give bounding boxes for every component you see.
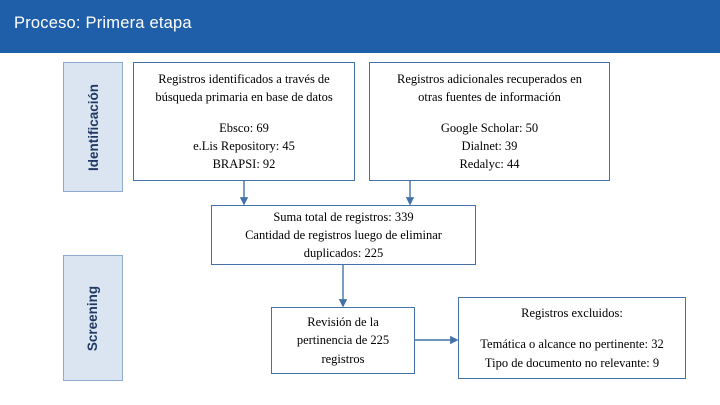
- primaria-item-2: BRAPSI: 92: [212, 157, 276, 172]
- excluidos-title: Registros excluidos:: [521, 306, 623, 321]
- box-registros-primaria: Registros identificados a través de búsq…: [133, 62, 355, 181]
- stage-label-screening: Screening: [63, 255, 123, 381]
- adicionales-title-line1: Registros adicionales recuperados en: [396, 71, 582, 86]
- box-registros-adicionales-text: Registros adicionales recuperados en otr…: [391, 70, 588, 174]
- adicionales-item-1: Dialnet: 39: [461, 139, 518, 154]
- header-bar: [0, 0, 720, 53]
- suma-line3: duplicados: 225: [303, 246, 384, 261]
- primaria-item-1: e.Lis Repository: 45: [193, 139, 295, 154]
- stage-label-identificacion: Identificación: [63, 62, 123, 192]
- adicionales-item-0: Google Scholar: 50: [440, 120, 539, 135]
- primaria-item-0: Ebsco: 69: [219, 120, 269, 135]
- box-registros-excluidos: Registros excluidos: Temática o alcance …: [458, 297, 686, 379]
- adicionales-item-2: Redalyc: 44: [459, 157, 520, 172]
- primaria-title-line1: Registros identificados a través de: [158, 71, 330, 86]
- revision-line2: pertinencia de 225: [296, 333, 390, 348]
- box-revision-pertinencia: Revisión de la pertinencia de 225 regist…: [271, 307, 415, 374]
- suma-line1: Suma total de registros: 339: [273, 209, 414, 224]
- stage-label-screening-text: Screening: [85, 285, 101, 351]
- page-title: Proceso: Primera etapa: [14, 14, 192, 32]
- suma-line2: Cantidad de registros luego de eliminar: [245, 227, 442, 242]
- adicionales-title-line2: otras fuentes de información: [418, 89, 561, 104]
- box-registros-excluidos-text: Registros excluidos: Temática o alcance …: [474, 304, 669, 371]
- box-suma-total-text: Suma total de registros: 339 Cantidad de…: [239, 208, 448, 262]
- excluidos-line1: Temática o alcance no pertinente: 32: [480, 337, 664, 352]
- box-revision-pertinencia-text: Revisión de la pertinencia de 225 regist…: [291, 313, 395, 367]
- box-registros-adicionales: Registros adicionales recuperados en otr…: [369, 62, 610, 181]
- excluidos-spacer: [480, 322, 663, 335]
- excluidos-line2: Tipo de documento no relevante: 9: [484, 355, 660, 370]
- revision-line1: Revisión de la: [307, 315, 379, 330]
- primaria-spacer: [155, 106, 332, 119]
- primaria-title-line2: búsqueda primaria en base de datos: [155, 89, 333, 104]
- adicionales-spacer: [397, 106, 582, 119]
- revision-line3: registros: [321, 351, 365, 366]
- stage-label-identificacion-text: Identificación: [85, 83, 101, 171]
- box-suma-total: Suma total de registros: 339 Cantidad de…: [211, 205, 476, 265]
- box-registros-primaria-text: Registros identificados a través de búsq…: [149, 70, 338, 174]
